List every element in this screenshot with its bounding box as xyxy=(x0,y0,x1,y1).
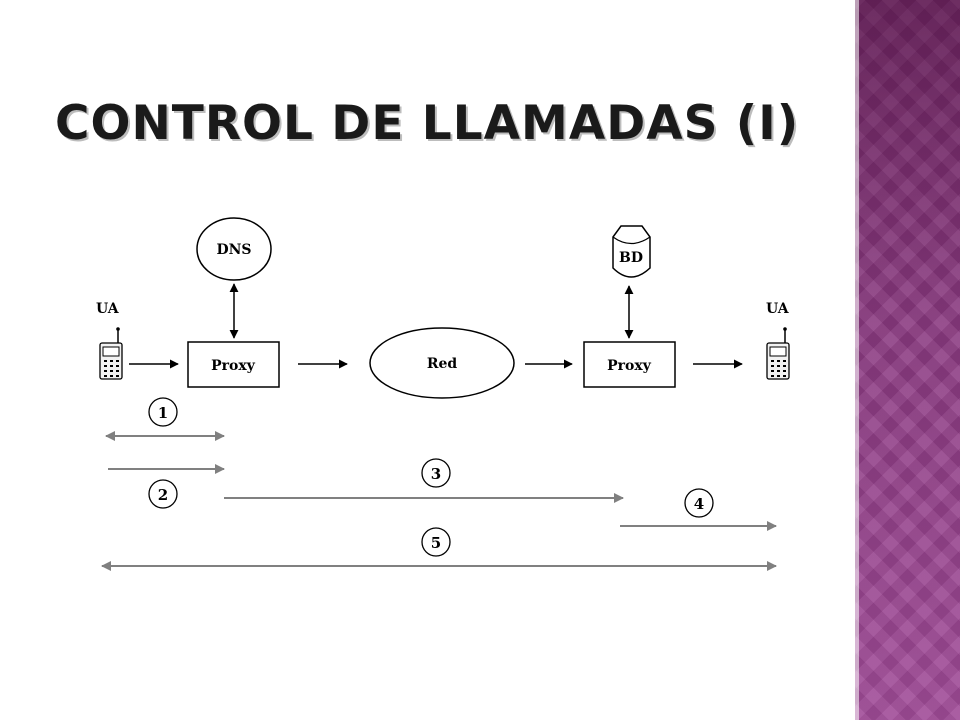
proxy-right-label: Proxy xyxy=(607,358,652,374)
step-2: 2 xyxy=(108,464,225,509)
step-2-label: 2 xyxy=(158,486,168,504)
red-node: Red xyxy=(369,327,515,399)
step-4: 4 xyxy=(620,488,777,531)
step-1-label: 1 xyxy=(158,404,168,422)
step-5: 5 xyxy=(101,527,777,571)
ua-left-label: UA xyxy=(96,301,120,317)
step-4-label: 4 xyxy=(694,495,704,513)
slide-title: CONTROL DE LLAMADAS (I) xyxy=(55,96,800,151)
bd-node: BD xyxy=(612,225,651,278)
bd-label: BD xyxy=(619,250,643,266)
step-1: 1 xyxy=(105,397,225,441)
proxy-left-label: Proxy xyxy=(211,358,256,374)
ua-right: UA xyxy=(766,301,790,380)
dns-label: DNS xyxy=(216,242,251,258)
step-5-label: 5 xyxy=(431,534,441,552)
proxy-left-node: Proxy xyxy=(187,341,280,388)
proxy-right-node: Proxy xyxy=(583,341,676,388)
ua-right-label: UA xyxy=(766,301,790,317)
mobile-phone-icon xyxy=(766,327,790,380)
database-cylinder-icon xyxy=(612,225,651,278)
step-3-label: 3 xyxy=(431,465,441,483)
decorative-side-band xyxy=(855,0,960,720)
mobile-phone-icon xyxy=(99,327,123,380)
red-label: Red xyxy=(427,356,458,372)
dns-node: DNS xyxy=(196,217,272,281)
step-3: 3 xyxy=(224,458,624,503)
ua-left: UA xyxy=(96,301,123,380)
